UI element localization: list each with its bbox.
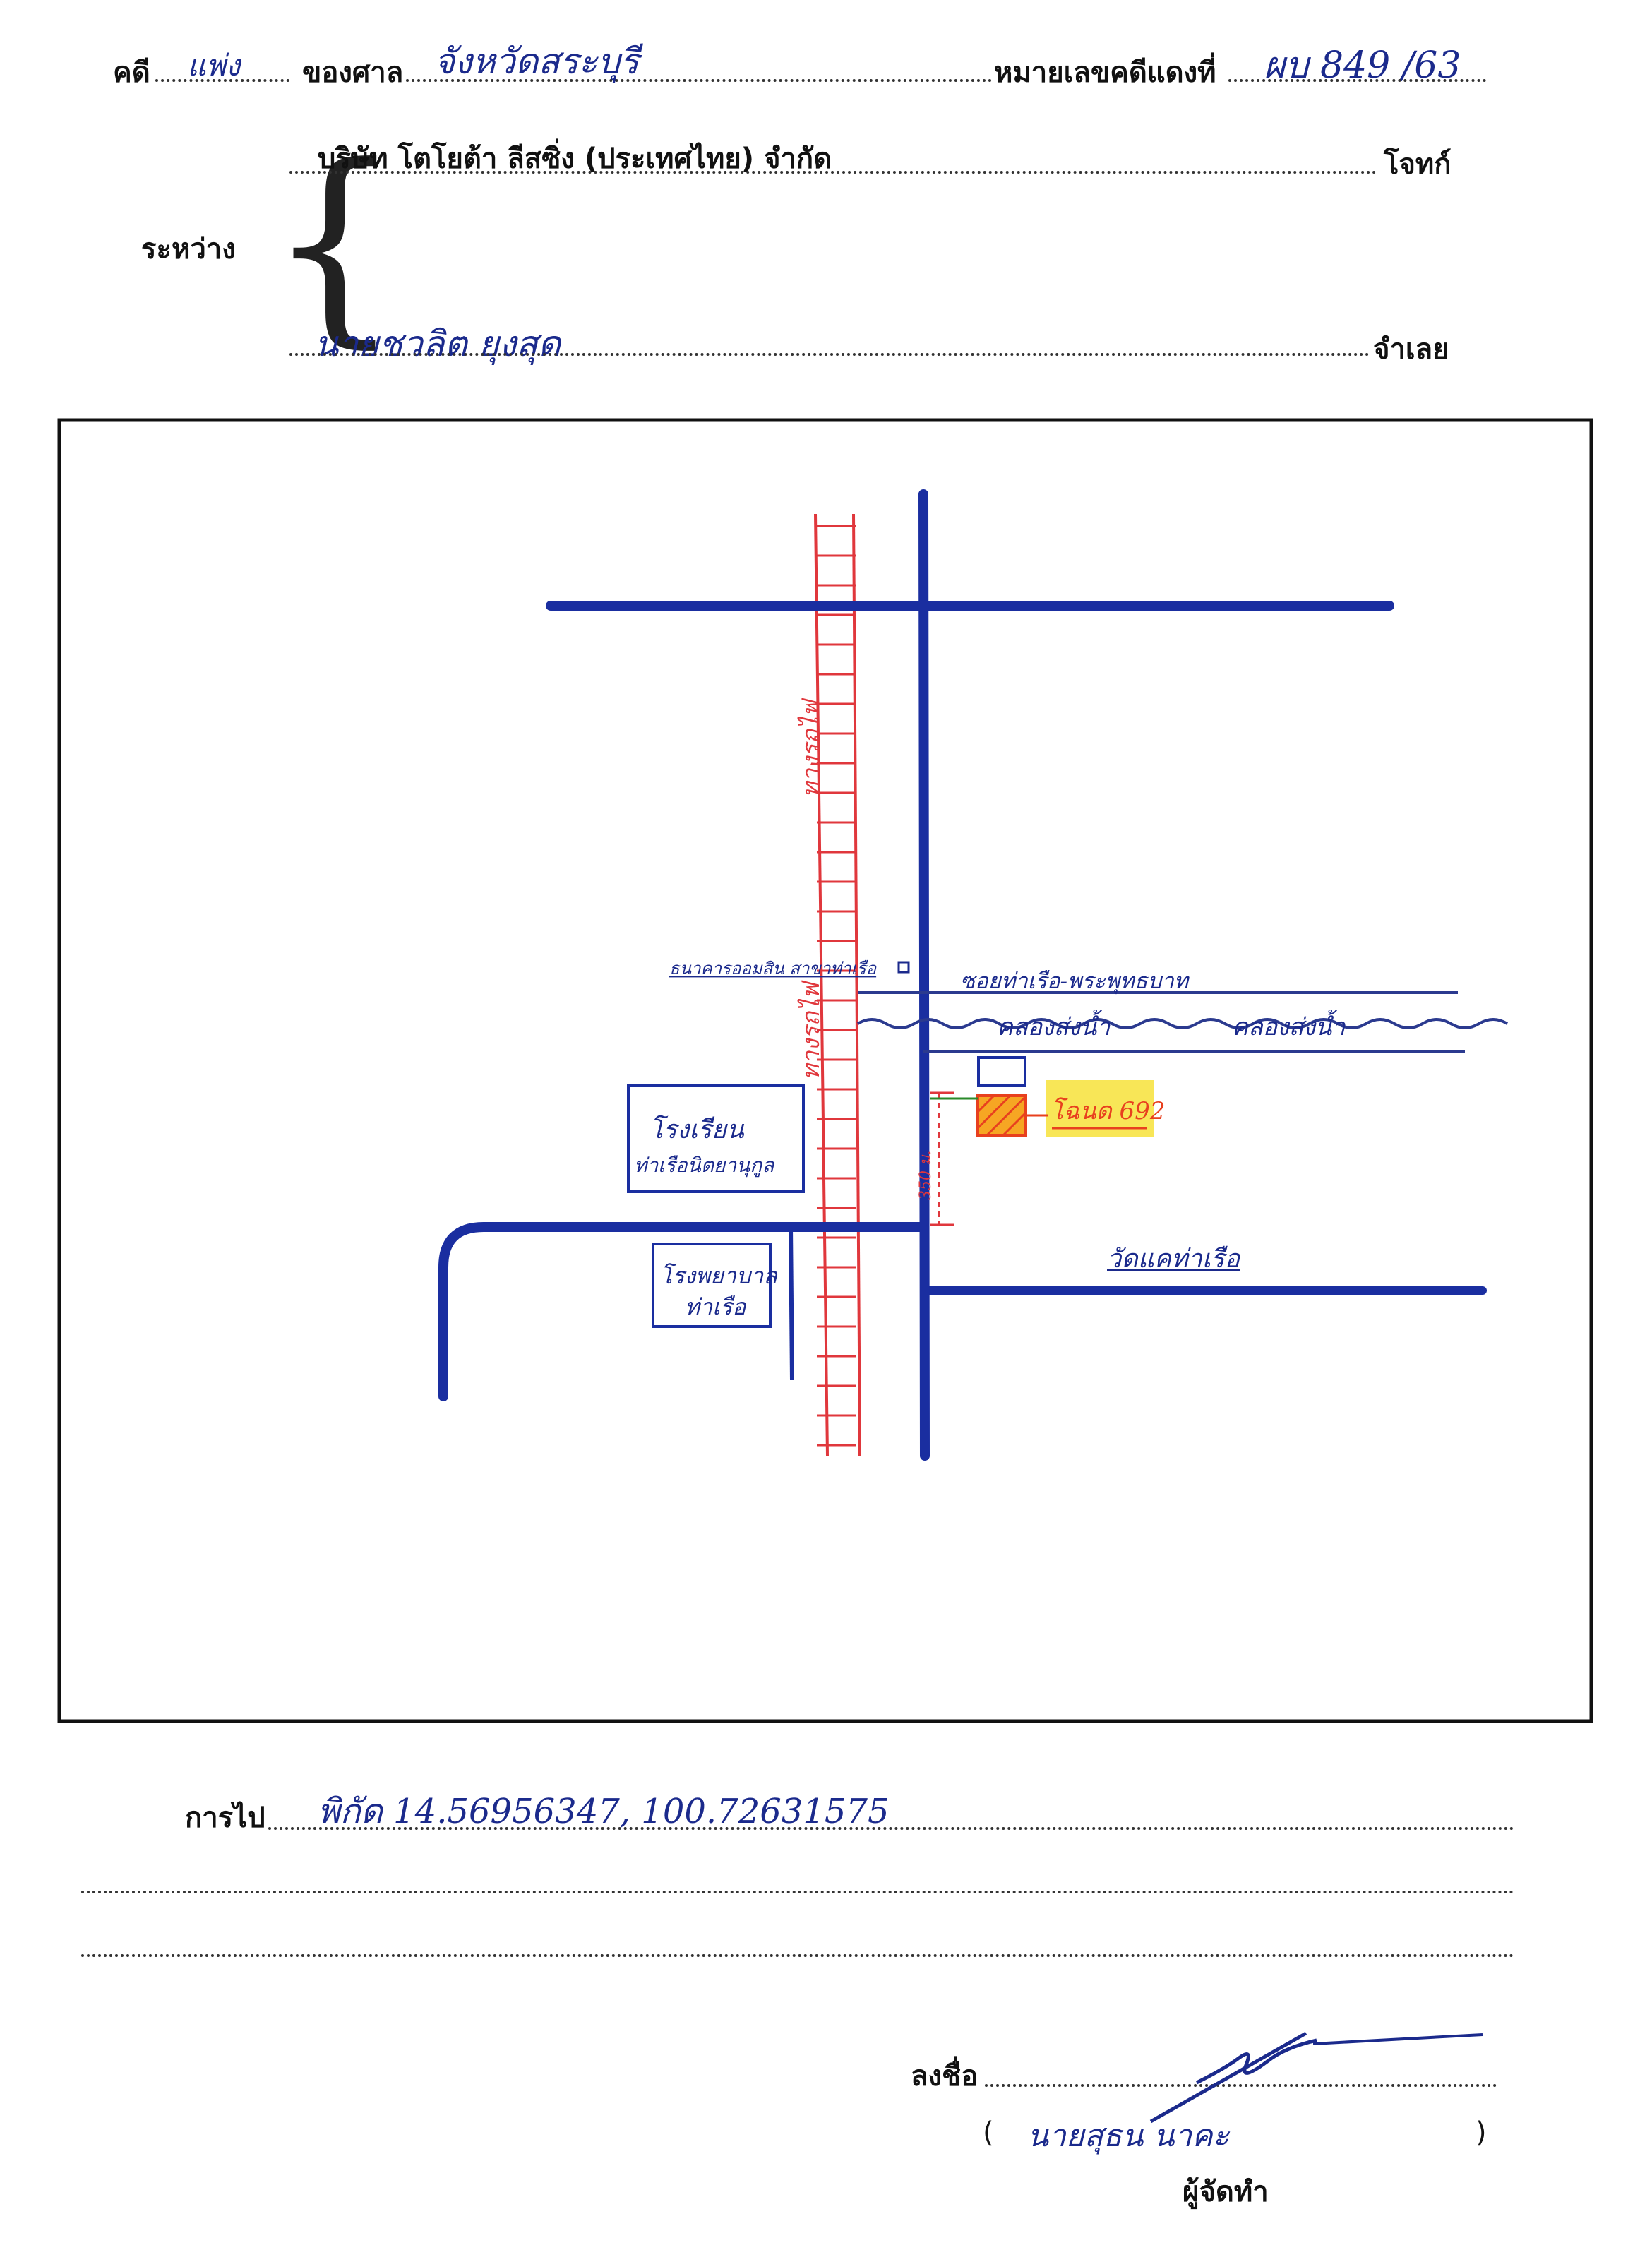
soi-label: ซอยท่าเรือ-พระพุทธบาท bbox=[960, 969, 1190, 995]
railway bbox=[814, 513, 861, 1456]
between-label: ระหว่าง bbox=[141, 233, 236, 265]
directions-label: การไป bbox=[185, 1802, 265, 1834]
bank-label: ธนาคารออมสิน สาขาท่าเรือ bbox=[669, 959, 878, 978]
directions-dots-2 bbox=[81, 1891, 1514, 1893]
directions-dots-1 bbox=[268, 1827, 1514, 1830]
preparer-role: ผู้จัดทำ bbox=[1183, 2176, 1269, 2208]
hospital-label-line2: ท่าเรือ bbox=[685, 1293, 747, 1320]
hospital-label-line1: โรงพยาบาล bbox=[660, 1262, 778, 1289]
deed-label: โฉนด 692 bbox=[1051, 1097, 1165, 1125]
bank-marker bbox=[897, 961, 910, 974]
canal-label-1: คลองส่งน้ำ bbox=[997, 1009, 1111, 1041]
case-label: คดี bbox=[113, 56, 150, 89]
plaintiff-label: โจทก์ bbox=[1384, 148, 1452, 181]
handwritten-signature bbox=[1149, 2031, 1483, 2124]
court-name: จังหวัดสระบุรี bbox=[434, 41, 640, 82]
defendant-name: นายชวลิต ยุงสุด bbox=[314, 323, 561, 364]
directions-dots-3 bbox=[81, 1954, 1514, 1957]
location-map: ทางรถไฟ ทางรถไฟ ธนาคารออมสิน สาขาท่าเรือ… bbox=[57, 418, 1593, 1723]
railway-label-top: ทางรถไฟ bbox=[797, 698, 825, 798]
hospital-box bbox=[652, 1243, 772, 1328]
distance-label: 350 ม. bbox=[917, 1151, 935, 1200]
case-type-dots bbox=[155, 79, 289, 82]
canal-label-2: คลองส่งน้ำ bbox=[1232, 1009, 1346, 1041]
plaintiff-dots bbox=[289, 171, 1377, 174]
court-label: ของศาล bbox=[302, 56, 404, 89]
road-main-north-south bbox=[918, 489, 930, 1461]
school-label-line2: ท่าเรือนิตยานุกูล bbox=[634, 1154, 775, 1178]
neighbor-plot bbox=[977, 1056, 1026, 1087]
red-case-dots bbox=[1228, 79, 1486, 82]
case-type: แพ่ง bbox=[187, 48, 241, 83]
road-lower-west bbox=[438, 1222, 927, 1401]
map-frame bbox=[57, 418, 1593, 1723]
red-case-label: หมายเลขคดีแดงที่ bbox=[994, 56, 1216, 89]
school-box bbox=[627, 1084, 805, 1193]
sign-dots bbox=[985, 2084, 1497, 2087]
preparer-name: นายสุธน นาคะ bbox=[1027, 2118, 1230, 2154]
railway-label-bottom: ทางรถไฟ bbox=[797, 980, 825, 1080]
subject-plot bbox=[976, 1094, 1027, 1137]
sign-label: ลงชื่อ bbox=[911, 2060, 978, 2093]
school-label-line1: โรงเรียน bbox=[650, 1115, 745, 1144]
name-open-paren: ( bbox=[983, 2117, 994, 2149]
subject-plot-hatch bbox=[976, 1094, 1027, 1137]
court-dots bbox=[406, 79, 992, 82]
name-close-paren: ) bbox=[1476, 2117, 1487, 2149]
hospital-lane bbox=[789, 1226, 794, 1381]
canal-wave bbox=[856, 1018, 1509, 1029]
temple-label: วัดแคท่าเรือ bbox=[1107, 1245, 1240, 1274]
defendant-label: จำเลย bbox=[1373, 333, 1449, 366]
directions-text: พิกัด 14.56956347, 100.72631575 bbox=[318, 1792, 890, 1831]
plaintiff-name: บริษัท โตโยต้า ลีสซิ่ง (ประเทศไทย) จำกัด bbox=[318, 143, 832, 175]
defendant-dots bbox=[289, 353, 1370, 356]
